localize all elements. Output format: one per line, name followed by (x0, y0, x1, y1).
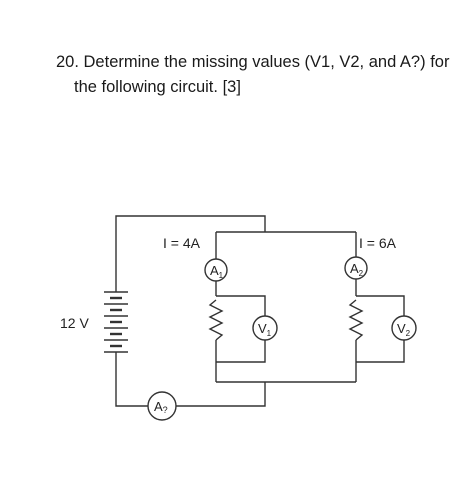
voltmeter-1: V1 (252, 315, 278, 341)
circuit-wires (115, 215, 405, 407)
resistor-1-icon (208, 299, 224, 341)
branch1-current-label: I = 4A (163, 235, 201, 251)
svg-text:A?: A? (154, 399, 168, 415)
voltmeter-2-letter: V (397, 321, 406, 336)
outer-top-wire (115, 215, 266, 289)
battery-label: 12 V (60, 315, 89, 331)
branch2-current-label: I = 6A (359, 235, 397, 251)
resistor-2-icon (348, 299, 364, 341)
ammeter-total-letter: A (154, 399, 163, 414)
question-text: 20. Determine the missing values (V1, V2… (56, 50, 456, 100)
voltmeter2-bottom-wire (356, 340, 405, 363)
ammeter-1-letter: A (210, 263, 219, 278)
outer-bottom-right-wire (176, 382, 266, 407)
ammeter-1: A1 (204, 258, 228, 282)
question-line-2: the following circuit. [3] (74, 78, 241, 96)
question-line-1: 20. Determine the missing values (V1, V2… (56, 53, 450, 71)
svg-text:V1: V1 (258, 321, 272, 338)
ammeter-1-subscript: 1 (219, 271, 224, 280)
ammeter-total: A? (147, 391, 177, 421)
voltmeter-1-subscript: 1 (267, 329, 272, 338)
voltmeter-2-subscript: 2 (406, 329, 411, 338)
voltmeter2-top-wire (356, 295, 405, 316)
battery-icon (104, 289, 128, 360)
ammeter-2-subscript: 2 (359, 269, 364, 278)
svg-text:V2: V2 (397, 321, 411, 338)
ammeter-2: A2 (344, 256, 368, 280)
svg-text:A1: A1 (210, 263, 224, 280)
outer-bottom-left-wire (115, 360, 148, 407)
ammeter-2-letter: A (350, 261, 359, 276)
svg-text:A2: A2 (350, 261, 364, 278)
voltmeter1-top-wire (216, 295, 266, 316)
voltmeter-1-letter: V (258, 321, 267, 336)
voltmeter-2: V2 (391, 315, 417, 341)
voltmeter1-bottom-wire (216, 340, 266, 363)
ammeter-total-subscript: ? (163, 405, 168, 415)
